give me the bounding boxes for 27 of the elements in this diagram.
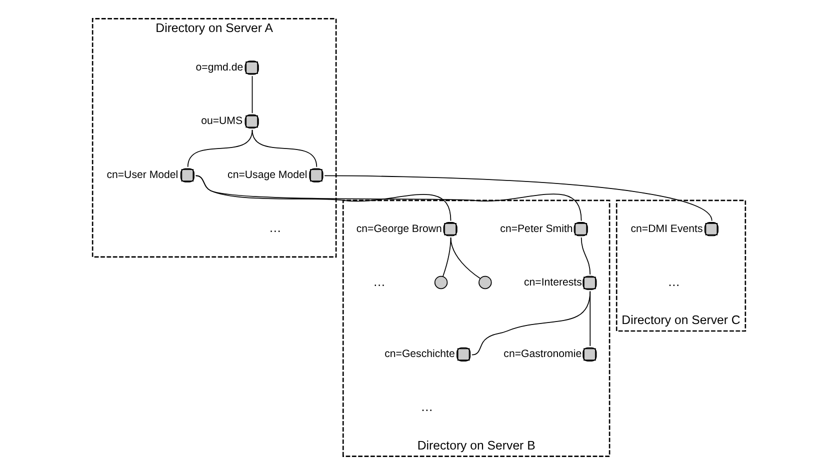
label: … [667,274,680,289]
node-label: cn=Gastronomie [503,348,582,360]
connector [450,237,480,279]
connector [580,237,590,275]
node-label: cn=Usage Model [227,169,307,182]
label: … [420,400,433,414]
connector [442,237,451,277]
connector [324,175,712,222]
node-label: cn=Peter Smith [500,222,572,235]
node-label: cn=Interests [523,276,582,289]
connector [251,76,252,114]
node-label: ou=UMS [200,115,242,128]
connector [471,290,590,356]
node-label: cn=Geschichte [384,348,454,360]
node-label: cn=George Brown [356,222,442,235]
connector [194,175,582,222]
connector [194,175,451,222]
label: … [372,274,385,289]
node-label: cn=User Model [106,169,178,182]
node-label: o=gmd.de [195,61,243,74]
node-circle [434,276,448,290]
connector [186,129,252,168]
node-circle [478,276,492,290]
node-label: cn=DMI Events [630,222,702,235]
connector [251,129,317,168]
connector [589,290,590,346]
label: … [268,220,281,235]
